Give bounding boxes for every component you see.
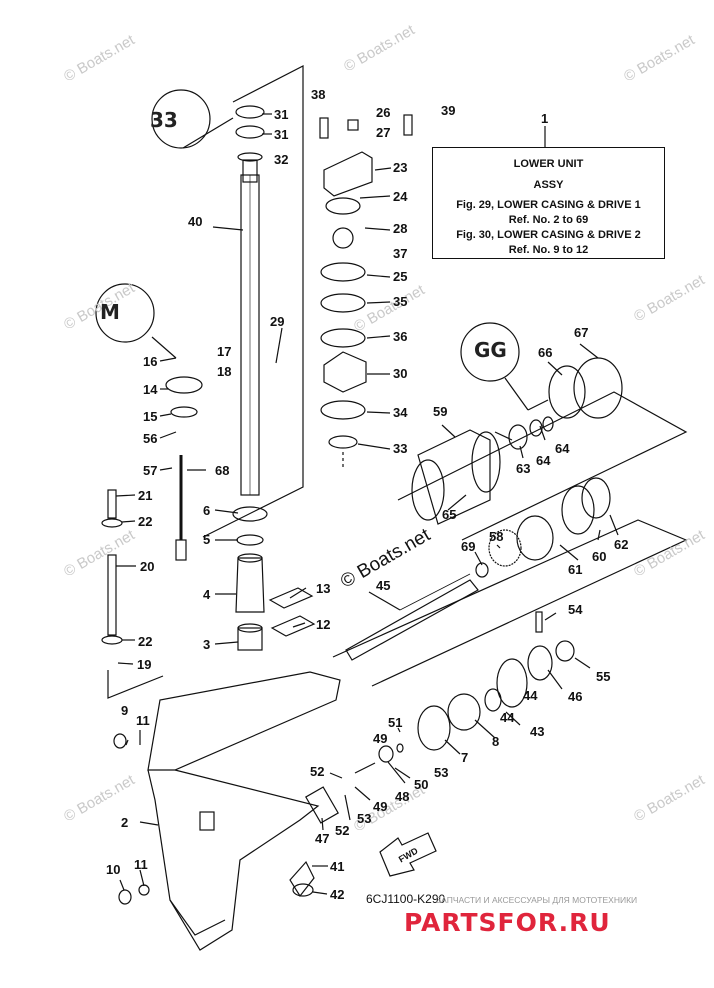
badge-33: 33 xyxy=(150,108,178,132)
callout-4: 4 xyxy=(203,587,211,602)
callout-20: 20 xyxy=(140,559,155,574)
callout-64: 64 xyxy=(555,441,570,456)
callout-56: 56 xyxy=(143,431,158,446)
callout-60: 60 xyxy=(592,549,607,564)
callout-53: 53 xyxy=(434,765,449,780)
callout-12: 12 xyxy=(316,617,331,632)
legend-line-2: ASSY xyxy=(533,179,564,191)
callout-19: 19 xyxy=(137,657,152,672)
callout-10: 10 xyxy=(106,862,121,877)
callout-62: 62 xyxy=(614,537,629,552)
callout-11: 11 xyxy=(134,857,148,872)
callout-22: 22 xyxy=(138,634,153,649)
callout-46: 46 xyxy=(568,689,583,704)
legend-line-3: Fig. 29, LOWER CASING & DRIVE 1 xyxy=(456,199,641,211)
callout-52: 52 xyxy=(335,823,350,838)
callout-3: 3 xyxy=(203,637,211,652)
callout-57: 57 xyxy=(143,463,158,478)
callout-9: 9 xyxy=(121,703,129,718)
callout-33: 33 xyxy=(393,441,408,456)
callout-6: 6 xyxy=(203,503,211,518)
callout-66: 66 xyxy=(538,345,553,360)
callout-69: 69 xyxy=(461,539,476,554)
callout-52: 52 xyxy=(310,764,325,779)
callout-23: 23 xyxy=(393,160,408,175)
callout-5: 5 xyxy=(203,532,211,547)
callout-53: 53 xyxy=(357,811,372,826)
callout-42: 42 xyxy=(330,887,345,902)
callout-58: 58 xyxy=(489,529,504,544)
callout-36: 36 xyxy=(393,329,408,344)
legend-line-5: Fig. 30, LOWER CASING & DRIVE 2 xyxy=(456,229,641,241)
callout-16: 16 xyxy=(143,354,158,369)
legend-line-6: Ref. No. 9 to 12 xyxy=(508,244,589,256)
callout-7: 7 xyxy=(461,750,469,765)
diagram-reference: 6CJ1100-K290 xyxy=(366,892,446,906)
legend-box: LOWER UNIT ASSY Fig. 29, LOWER CASING & … xyxy=(432,147,665,259)
callout-24: 24 xyxy=(393,189,408,204)
callout-49: 49 xyxy=(373,799,388,814)
callout-26: 26 xyxy=(376,105,391,120)
callout-51: 51 xyxy=(388,715,403,730)
callout-44: 44 xyxy=(500,710,515,725)
callout-14: 14 xyxy=(143,382,158,397)
badge-m: M xyxy=(100,300,120,324)
callout-21: 21 xyxy=(138,488,153,503)
brand-logo: PARTSFOR.RU xyxy=(404,908,611,937)
callout-34: 34 xyxy=(393,405,408,420)
callout-64: 64 xyxy=(536,453,551,468)
callout-54: 54 xyxy=(568,602,583,617)
callout-13: 13 xyxy=(316,581,331,596)
callout-67: 67 xyxy=(574,325,589,340)
callout-27: 27 xyxy=(376,125,391,140)
callout-55: 55 xyxy=(596,669,611,684)
callout-45: 45 xyxy=(376,578,391,593)
legend-line-1: LOWER UNIT xyxy=(513,158,584,170)
callout-15: 15 xyxy=(143,409,158,424)
callout-40: 40 xyxy=(188,214,203,229)
callout-68: 68 xyxy=(215,463,230,478)
callout-29: 29 xyxy=(270,314,285,329)
callout-22: 22 xyxy=(138,514,153,529)
badge-gg: GG xyxy=(474,338,507,362)
callout-18: 18 xyxy=(217,364,232,379)
callout-31: 31 xyxy=(274,127,289,142)
callout-41: 41 xyxy=(330,859,345,874)
legend-line-4: Ref. No. 2 to 69 xyxy=(508,214,589,226)
callout-50: 50 xyxy=(414,777,429,792)
callout-38: 38 xyxy=(311,87,326,102)
callout-65: 65 xyxy=(442,507,457,522)
callout-1: 1 xyxy=(541,111,549,126)
callout-39: 39 xyxy=(441,103,456,118)
callout-35: 35 xyxy=(393,294,408,309)
callout-44: 44 xyxy=(523,688,538,703)
callout-63: 63 xyxy=(516,461,531,476)
callout-43: 43 xyxy=(530,724,545,739)
callout-11: 11 xyxy=(136,713,150,728)
callout-37: 37 xyxy=(393,246,408,261)
callout-2: 2 xyxy=(121,815,129,830)
callout-8: 8 xyxy=(492,734,500,749)
callout-25: 25 xyxy=(393,269,408,284)
brand-tagline: ЗАПЧАСТИ И АКСЕССУАРЫ ДЛЯ МОТОТЕХНИКИ xyxy=(436,895,638,905)
callout-49: 49 xyxy=(373,731,388,746)
callout-31: 31 xyxy=(274,107,289,122)
callout-32: 32 xyxy=(274,152,289,167)
callout-59: 59 xyxy=(433,404,448,419)
callout-17: 17 xyxy=(217,344,232,359)
callout-30: 30 xyxy=(393,366,408,381)
callout-48: 48 xyxy=(395,789,410,804)
callout-47: 47 xyxy=(315,831,330,846)
callout-61: 61 xyxy=(568,562,583,577)
callout-28: 28 xyxy=(393,221,408,236)
